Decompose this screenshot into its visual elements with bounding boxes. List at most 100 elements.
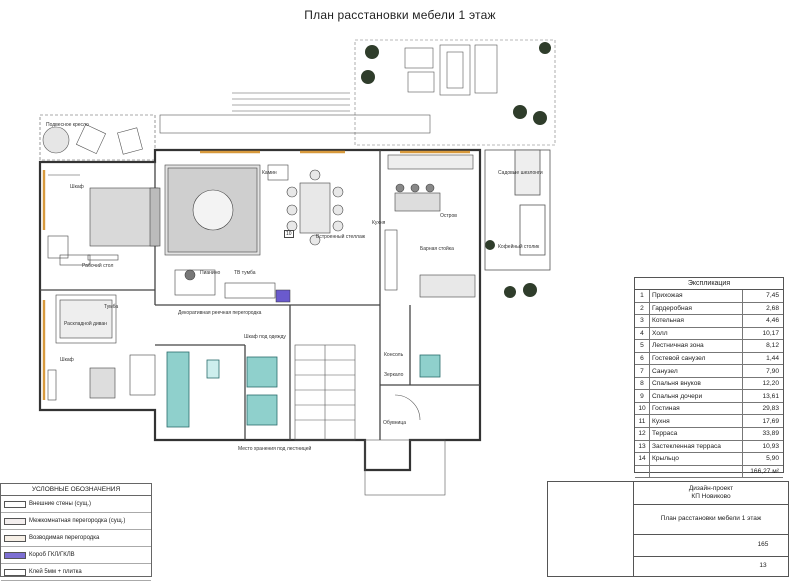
row-number: 8 (635, 377, 650, 391)
label-clothes-closet: Шкаф под одежду (244, 334, 286, 340)
legend-label: Клей 5мм + плитка (29, 569, 82, 575)
bathroom-fixtures (166, 351, 441, 428)
legend-item: Клей 5мм + плитка (1, 564, 151, 581)
legend-item: Внешние стены (сущ.) (1, 496, 151, 513)
legend-label: Межкомнатная перегородка (сущ.) (29, 518, 126, 524)
room-area: 29,83 (742, 402, 783, 416)
room-name: Гостиная (649, 402, 743, 416)
label-built-shelf: Встроенный стеллаж (316, 234, 366, 240)
label-island: Остров (440, 213, 457, 219)
page-title: План расстановки мебели 1 этаж (304, 8, 496, 22)
room-name: Санузел (649, 364, 743, 378)
label-console: Консоль (384, 352, 404, 358)
room-area: 33,89 (742, 427, 783, 441)
room-name: Холл (649, 327, 743, 341)
room-area: 13,61 (742, 389, 783, 403)
explication-total-row: 166,27 м² (635, 465, 783, 479)
legend-swatch (4, 518, 26, 525)
row-number: 3 (635, 314, 650, 328)
label-bar: Барная стойка (420, 246, 454, 252)
plants (361, 42, 551, 298)
bedroom-1-furniture (47, 174, 161, 266)
room-name: Котельная (649, 314, 743, 328)
glazed-terrace (484, 149, 551, 271)
legend-item: Короб ГКЛ/ГКЛВ (1, 547, 151, 564)
total-area: 166,27 м² (742, 465, 783, 479)
legend: УСЛОВНЫЕ ОБОЗНАЧЕНИЯ Внешние стены (сущ.… (0, 483, 152, 581)
room-name: Гостевой санузел (649, 352, 743, 366)
steps (159, 92, 431, 134)
kitchen-furniture (384, 154, 476, 298)
room-name: Лестничная зона (649, 339, 743, 353)
label-fireplace: Камин (262, 170, 277, 176)
living-room-furniture (164, 164, 289, 299)
room-area: 10,17 (742, 327, 783, 341)
legend-label: Короб ГКЛ/ГКЛВ (29, 552, 75, 558)
orange-accents (42, 150, 470, 400)
room-area: 1,44 (742, 352, 783, 366)
label-loungers: Садовые шезлонги (498, 170, 543, 176)
room-area: 7,45 (742, 290, 783, 303)
label-mirror: Зеркало (384, 372, 404, 378)
room-area: 10,93 (742, 440, 783, 454)
entrance-porch (364, 394, 446, 496)
label-tv-stand: ТВ тумба (234, 270, 256, 276)
row-number: 7 (635, 364, 650, 378)
label-wardrobe-1: Шкаф (70, 184, 84, 190)
row-number: 11 (635, 414, 650, 428)
room-name: Терраса (649, 427, 743, 441)
room-area: 17,69 (742, 414, 783, 428)
sheet-number-2: 13 (759, 562, 767, 569)
room-name: Спальня внуков (649, 377, 743, 391)
label-storage: Место хранения под лестницей (238, 446, 312, 452)
row-number: 5 (635, 339, 650, 353)
staircase (294, 344, 356, 441)
room-name: Прихожая (649, 290, 743, 303)
row-number: 2 (635, 302, 650, 316)
label-wardrobe-2: Шкаф (60, 357, 74, 363)
legend-swatch (4, 501, 26, 508)
row-number: 13 (635, 440, 650, 454)
label-decor-partition: Декоративная реечная перегородка (178, 310, 262, 316)
explication-header: Экспликация (635, 278, 783, 290)
boiler-box (275, 289, 291, 303)
label-piano: Пианино (200, 270, 221, 276)
legend-label: Внешние стены (сущ.) (29, 501, 92, 507)
row-number: 14 (635, 452, 650, 466)
row-number: 10 (635, 402, 650, 416)
legend-swatch (4, 569, 26, 576)
interior-partitions (40, 150, 480, 440)
room-name: Застекленная терраса (649, 440, 743, 454)
label-armchair: Подвесное кресло (46, 122, 89, 128)
outer-walls (38, 148, 482, 472)
room-area: 4,46 (742, 314, 783, 328)
room-area: 7,90 (742, 364, 783, 378)
label-kitchen: Кухня (372, 220, 386, 226)
legend-item: Возводимая перегородка (1, 530, 151, 547)
room-name: Спальня дочери (649, 389, 743, 403)
label-shoe-rack: Обувница (383, 420, 406, 426)
legend-swatch (4, 535, 26, 542)
room-area: 12,20 (742, 377, 783, 391)
room-name: Крыльцо (649, 452, 743, 466)
legend-swatch (4, 552, 26, 559)
hanging-chair-area (39, 114, 156, 161)
label-coffee-table: Кофейный столик (498, 244, 540, 250)
room-name: Гардеробная (649, 302, 743, 316)
